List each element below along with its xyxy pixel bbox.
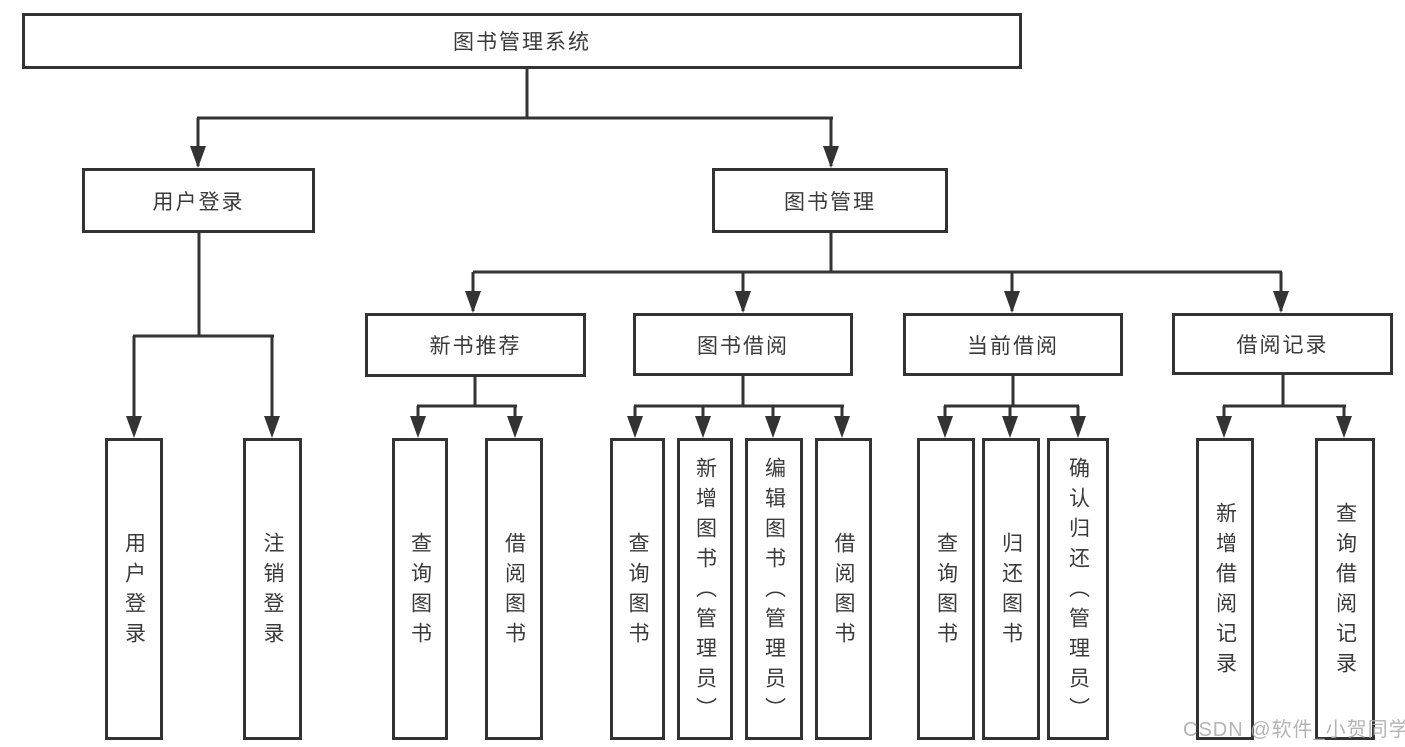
node-book-borrow: 图书借阅 — [633, 313, 853, 376]
connector-bookmgmt-to-level3 — [471, 233, 1283, 311]
leaf-query-books-2: 查询图书 — [610, 438, 665, 740]
arrow-down-icon — [735, 291, 751, 313]
arrow-down-icon — [465, 291, 481, 313]
connector-newbooks-branch — [416, 377, 517, 434]
arrow-down-icon — [1336, 416, 1352, 438]
arrow-down-icon — [823, 146, 839, 168]
leaf-add-borrow-record: 新增借阅记录 — [1196, 438, 1254, 740]
arrow-down-icon — [765, 416, 781, 438]
arrow-down-icon — [190, 146, 206, 168]
csdn-watermark: CSDN @软件_小贺同学 — [1183, 719, 1405, 741]
leaf-logout: 注销登录 — [243, 438, 302, 740]
arrow-down-icon — [126, 416, 142, 438]
leaf-confirm-return-admin: 确认归还（管理员） — [1047, 438, 1109, 740]
arrow-down-icon — [1004, 291, 1020, 313]
arrow-down-icon — [410, 416, 426, 438]
leaf-borrow-books-1: 借阅图书 — [485, 438, 543, 740]
arrow-down-icon — [937, 416, 953, 438]
leaf-user-login: 用户登录 — [105, 438, 163, 740]
arrow-down-icon — [507, 416, 523, 438]
arrow-down-icon — [1273, 291, 1289, 313]
node-book-management: 图书管理 — [712, 168, 948, 233]
arrow-down-icon — [1216, 416, 1232, 438]
node-new-book-recommend: 新书推荐 — [365, 313, 586, 377]
leaf-query-books-1: 查询图书 — [392, 438, 448, 740]
leaf-edit-books-admin: 编辑图书（管理员） — [745, 438, 803, 740]
arrow-down-icon — [1002, 416, 1018, 438]
node-user-login: 用户登录 — [82, 168, 315, 233]
leaf-add-books-admin: 新增图书（管理员） — [677, 438, 733, 740]
arrow-down-icon — [834, 416, 850, 438]
arrow-down-icon — [695, 416, 711, 438]
leaf-query-borrow-record: 查询借阅记录 — [1315, 438, 1375, 740]
leaf-borrow-books-2: 借阅图书 — [815, 438, 872, 740]
arrow-down-icon — [1070, 416, 1086, 438]
connector-bookborrow-branch — [633, 376, 844, 434]
node-current-borrow: 当前借阅 — [903, 313, 1123, 376]
arrow-down-icon — [627, 416, 643, 438]
node-root-system: 图书管理系统 — [22, 13, 1022, 69]
connector-records-branch — [1222, 375, 1346, 434]
leaf-return-books: 归还图书 — [982, 438, 1040, 740]
leaf-query-books-3: 查询图书 — [917, 438, 975, 740]
node-borrow-records: 借阅记录 — [1172, 313, 1393, 375]
connector-root-to-level2 — [196, 68, 833, 166]
arrow-down-icon — [264, 416, 280, 438]
connector-userlogin-branch — [132, 233, 274, 434]
